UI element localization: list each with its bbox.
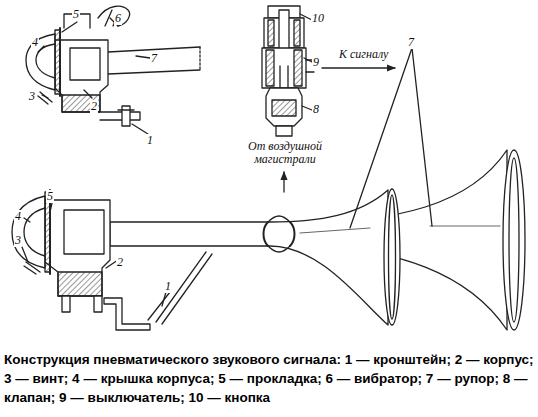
callout-number: 8 bbox=[312, 103, 320, 116]
callout-number: 1 bbox=[146, 134, 154, 147]
callout-number: 4 bbox=[14, 210, 22, 223]
flow-label: К сигналу bbox=[338, 48, 389, 61]
callout-number: 3 bbox=[14, 234, 22, 247]
figure-caption: Конструкция пневматического звукового си… bbox=[4, 350, 534, 407]
callout-number: 2 bbox=[90, 100, 98, 113]
top-assembly bbox=[26, 6, 200, 134]
callout-number: 9 bbox=[312, 56, 320, 69]
callout-number: 6 bbox=[114, 12, 122, 25]
bottom-assembly bbox=[12, 48, 432, 330]
callout-number: 5 bbox=[46, 190, 54, 203]
callout-number: 1 bbox=[164, 280, 172, 293]
callout-number: 7 bbox=[407, 36, 415, 49]
callout-number: 3 bbox=[28, 90, 36, 103]
callout-number: 4 bbox=[31, 36, 39, 49]
flow-label: От воздушной магистрали bbox=[238, 140, 332, 166]
callout-number: 5 bbox=[72, 8, 80, 21]
callout-number: 7 bbox=[150, 52, 158, 65]
callout-number: 10 bbox=[311, 12, 325, 25]
callout-number: 2 bbox=[116, 256, 124, 269]
